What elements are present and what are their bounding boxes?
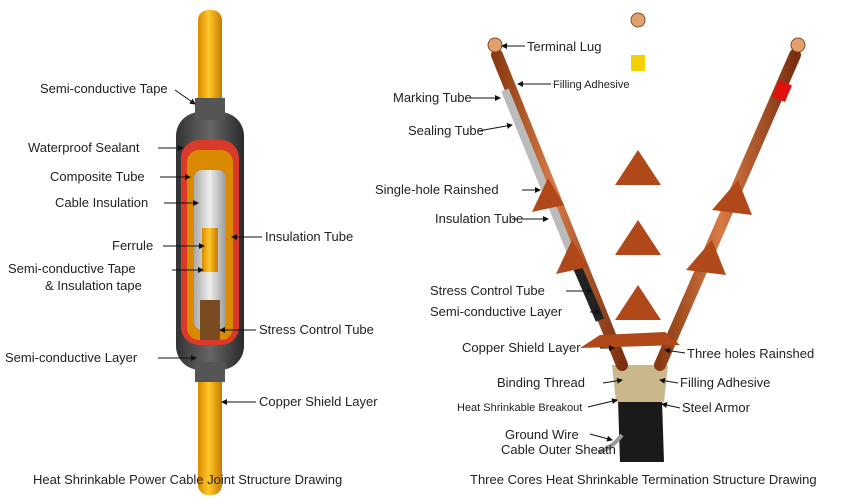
label-binding-thread: Binding Thread bbox=[497, 375, 585, 390]
label-ground-wire: Ground Wire bbox=[505, 427, 579, 442]
joint-leader-lines bbox=[158, 89, 262, 405]
termination-leader-lines bbox=[465, 43, 686, 442]
terminal-lug-left bbox=[487, 37, 503, 53]
core-left-silver bbox=[501, 88, 574, 252]
label-copper-shield-layer: Copper Shield Layer bbox=[259, 394, 378, 409]
label-steel-armor: Steel Armor bbox=[682, 400, 751, 415]
cable-joint-drawing bbox=[176, 10, 244, 495]
marking-yellow bbox=[631, 55, 645, 71]
label-cable-outer-sheath: Cable Outer Sheath bbox=[501, 442, 616, 457]
label-single-hole-rainshed: Single-hole Rainshed bbox=[375, 182, 499, 197]
joint-labels: Semi-conductive Tape Waterproof Sealant … bbox=[5, 81, 378, 487]
label-marking-tube: Marking Tube bbox=[393, 90, 472, 105]
label-filling-adhesive-top: Filling Adhesive bbox=[553, 79, 629, 91]
label-copper-shield-layer: Copper Shield Layer bbox=[462, 340, 581, 355]
label-three-holes-rainshed: Three holes Rainshed bbox=[687, 346, 814, 361]
termination-labels: Terminal Lug Filling Adhesive Marking Tu… bbox=[375, 39, 817, 487]
label-semi-conductive-layer: Semi-conductive Layer bbox=[5, 350, 138, 365]
semi-tape-top bbox=[195, 98, 225, 120]
breakout bbox=[612, 365, 668, 402]
label-terminal-lug: Terminal Lug bbox=[527, 39, 601, 54]
termination-drawing bbox=[487, 12, 806, 462]
label-waterproof-sealant: Waterproof Sealant bbox=[28, 140, 140, 155]
stress-control bbox=[200, 300, 220, 340]
label-cable-insulation: Cable Insulation bbox=[55, 195, 148, 210]
label-heat-shrinkable-breakout: Heat Shrinkable Breakout bbox=[457, 402, 582, 414]
ferrule bbox=[202, 228, 218, 272]
label-insulation-tape: & Insulation tape bbox=[45, 278, 142, 293]
label-composite-tube: Composite Tube bbox=[50, 169, 145, 184]
ground-wire bbox=[597, 433, 624, 454]
rainsheds bbox=[532, 150, 752, 348]
terminal-lug-center bbox=[630, 12, 646, 28]
label-stress-control-tube: Stress Control Tube bbox=[259, 322, 374, 337]
label-ferrule: Ferrule bbox=[112, 238, 153, 253]
termination-caption: Three Cores Heat Shrinkable Termination … bbox=[470, 472, 817, 487]
label-insulation-tube: Insulation Tube bbox=[265, 229, 353, 244]
label-semi-tape-2: Semi-conductive Tape bbox=[8, 261, 136, 276]
marking-red bbox=[772, 79, 792, 103]
label-semi-conductive-layer: Semi-conductive Layer bbox=[430, 304, 563, 319]
semi-tape-bottom bbox=[195, 362, 225, 382]
label-insulation-tube: Insulation Tube bbox=[435, 211, 523, 226]
label-filling-adhesive-bottom: Filling Adhesive bbox=[680, 375, 770, 390]
label-sealing-tube: Sealing Tube bbox=[408, 123, 484, 138]
label-semi-conductive-tape: Semi-conductive Tape bbox=[40, 81, 168, 96]
label-stress-control-tube: Stress Control Tube bbox=[430, 283, 545, 298]
joint-caption: Heat Shrinkable Power Cable Joint Struct… bbox=[33, 472, 342, 487]
terminal-lug-right bbox=[790, 37, 806, 53]
outer-sheath bbox=[618, 400, 664, 462]
